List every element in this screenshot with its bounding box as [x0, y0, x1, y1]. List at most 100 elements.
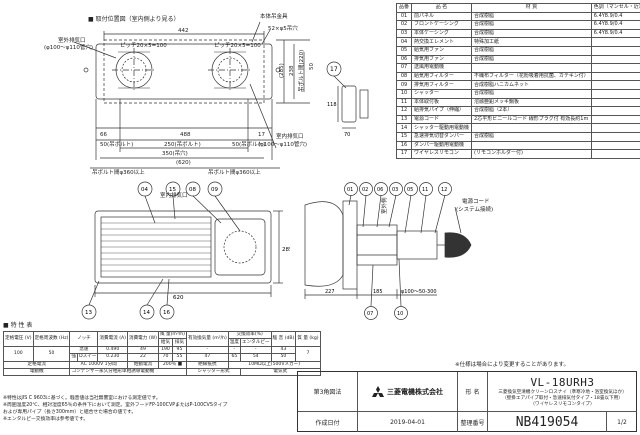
dim-phi360-left: 吊ボルト間φ360以上: [92, 170, 145, 176]
bubble-08: 08: [189, 187, 196, 193]
spec-note-4: ※エンタルピー交換効率は参考値です。: [3, 417, 89, 422]
spec-motor-value: コンデンサー永久分相形単相誘導電動機: [69, 367, 187, 377]
dim-50-c: 50: [309, 63, 315, 70]
model-cell: VL-18URH3 三菱換気空清機クリーンロスナイ（準寒冷地・浴室換気ほか） （…: [488, 372, 637, 412]
parts-header-material: 材 質: [471, 3, 592, 13]
page-number: 1/2: [617, 418, 627, 426]
parts-cell-cl: 6.4Y8.9/0.4: [590, 28, 640, 39]
parts-cell-no: 05: [395, 45, 413, 56]
parts-cell-no: 16: [395, 140, 413, 151]
parts-cell-mt: 溶融亜鉛メッキ鋼板: [471, 97, 592, 108]
parts-cell-nm: 給気用フィルター: [411, 71, 473, 82]
title-block: 第3角図法 三菱電機株式会社 形 名 VL-18URH3 三菱換気空清機クリーン…: [297, 371, 637, 432]
parts-cell-mt: 合成樹脂: [471, 28, 592, 39]
detail17-dim-70: 70: [344, 132, 350, 138]
parts-cell-mt: 2芯平形ビニールコード 線形プラグ付 有効長約1m: [471, 114, 592, 125]
parts-cell-mt: [471, 140, 592, 151]
spec-r0-c2: 急速: [69, 345, 99, 355]
spec-r1-c11: 50: [270, 353, 297, 362]
parts-cell-nm: フロントケーシング: [411, 20, 473, 30]
parts-cell-nm: 前パネル: [411, 11, 473, 22]
parts-cell-no: 07: [395, 63, 413, 73]
spec-r1-c3: Dスイー: [77, 353, 99, 362]
parts-header-name: 品 名: [411, 3, 473, 13]
bubble-02: 02: [362, 187, 368, 193]
parts-cell-cl: [590, 80, 640, 90]
dim-620: (620): [176, 160, 191, 166]
spec-insul-value: 10MΩ以上(500Vメガー): [227, 360, 321, 369]
parts-header-no: 品番: [395, 3, 413, 13]
date-value: 2019-04-01: [358, 412, 458, 432]
side-dim-phi: φ100～50-300: [401, 289, 437, 295]
dim-17: 17: [258, 132, 265, 138]
company-name: 三菱電機株式会社: [387, 387, 443, 396]
bubble-07: 07: [367, 311, 373, 317]
spec-r0-c7: 95: [171, 345, 187, 355]
parts-cell-cl: [590, 63, 640, 73]
spec-h-freq: 定格周波数 (Hz): [32, 331, 71, 347]
model-number: VL-18URH3: [530, 376, 595, 389]
spec-rated-value: AC 1000V 1分間: [69, 360, 128, 369]
date-label: 作成日付: [298, 412, 358, 432]
spec-h-voltage: 定格電圧 (V): [3, 331, 34, 347]
power-cord-label: 電源コード: [462, 199, 490, 205]
spec-r1-c6: 70: [157, 353, 173, 362]
parts-cell-no: 04: [395, 37, 413, 47]
front-dim-620: 620: [173, 295, 184, 301]
parts-cell-nm: 本体ケーシング: [411, 28, 473, 39]
parts-cell-nm: 熱交換エレメント: [411, 37, 473, 47]
outdoor-duct-label: 室外排気口: [58, 38, 86, 44]
parts-cell-nm: シャッター: [411, 88, 473, 99]
parts-cell-mt: 合成樹脂: [471, 20, 592, 30]
spec-shutter-label: シャッター形式: [185, 367, 241, 377]
parts-cell-mt: (リモコンホルダー付): [471, 149, 592, 159]
model-label: 形 名: [458, 372, 488, 412]
parts-cell-no: 03: [395, 28, 413, 39]
spec-r0-c1: 50: [32, 345, 71, 362]
spec-h-efficiency: 交換効率(%): [227, 330, 272, 340]
spec-motor-label: 電動機: [2, 367, 71, 377]
body-hanger-label: 本体吊金具: [260, 14, 288, 20]
front-dim-285: 285: [282, 247, 290, 253]
remote-detail: 17 118 70: [326, 61, 369, 138]
spec-r1-c5: 22: [126, 353, 159, 362]
spec-h2-supply: 給気: [157, 338, 173, 347]
spec-r0-c11: 43: [270, 345, 297, 355]
detail17-dim-118: 118: [327, 102, 337, 108]
parts-cell-mt: 合成樹脂: [471, 54, 592, 65]
spec-r1-c2: 強: [69, 353, 79, 362]
dim-66: 66: [100, 132, 107, 138]
parts-cell-cl: [590, 123, 640, 133]
parts-cell-nm: ワイヤレスリモコン: [411, 149, 473, 159]
spec-heading: ■ 特 性 表: [3, 322, 33, 329]
system-cable-label: (システム接続): [456, 207, 494, 213]
doc-number: NB419054: [488, 412, 607, 432]
parts-cell-mt: [471, 63, 592, 73]
bubble-15: 15: [169, 187, 176, 193]
company-cell: 三菱電機株式会社: [358, 372, 458, 412]
detail17-bubble: 17: [330, 66, 338, 73]
parts-cell-no: 17: [395, 149, 413, 159]
spec-r1-c8: 47: [185, 353, 229, 362]
parts-cell-cl: [590, 131, 640, 142]
spec-h-noise: 騒 音 (dB): [270, 331, 297, 347]
parts-header-color: 色調（マンセル・近）: [590, 3, 640, 13]
spec-r1-c9: 65: [227, 353, 241, 362]
bubble-12: 12: [441, 187, 447, 193]
bubble-04: 04: [141, 187, 148, 193]
dim-442: 442: [178, 28, 189, 34]
spec-change-note: ※仕様は場合により変更することがあります。: [455, 362, 569, 368]
doc-no-label: 整理番号: [458, 412, 488, 432]
spec-start-value: 200％ ■: [157, 360, 187, 369]
outer-side-label: 室外側: [382, 197, 388, 214]
spec-r0-c5: 49: [126, 345, 159, 355]
parts-cell-no: 13: [395, 114, 413, 125]
